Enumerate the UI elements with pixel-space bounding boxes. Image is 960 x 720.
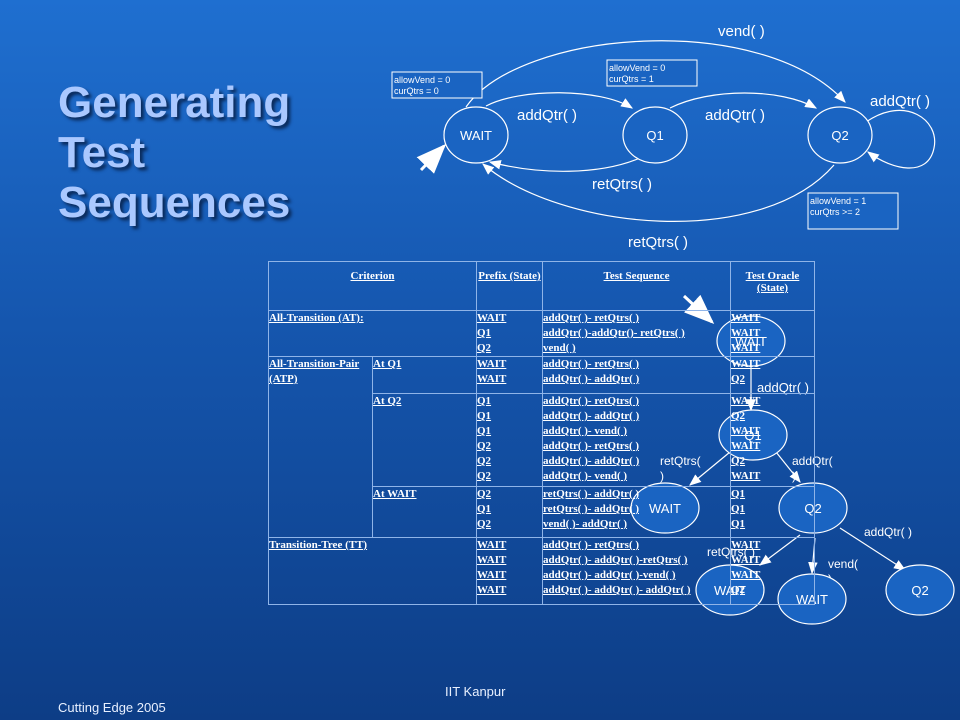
edge-q2-wait (482, 163, 835, 222)
edge-q2-self (865, 109, 936, 169)
state-wait-text: WAIT (460, 128, 492, 143)
note-wait-line2: curQtrs = 0 (394, 86, 439, 96)
edge-q1-q2-label: addQtr( ) (705, 107, 765, 124)
state-wait-label: WAIT (460, 128, 492, 143)
svg-text:Q2: Q2 (911, 583, 928, 598)
footer-left: Cutting Edge 2005 (58, 700, 166, 715)
state-q1: Q1 (622, 106, 688, 164)
header-prefix: Prefix (State) (476, 261, 543, 311)
criterion-label: Transition-Tree (TT) (269, 539, 368, 551)
edge-vend (465, 40, 846, 108)
note-q2: allowVend = 1 curQtrs >= 2 (807, 192, 899, 230)
svg-text:): ) (828, 572, 832, 586)
criteria-table: Criterion Prefix (State) Test Sequence T… (268, 261, 815, 605)
edge-q1-wait (488, 157, 641, 172)
criterion-label: All-Transition (AT): (269, 312, 364, 324)
header-oracle: Test Oracle (State) (730, 261, 815, 311)
criterion-label: All-Transition-Pair (ATP) (269, 358, 360, 385)
criteria-table-wrap: Criterion Prefix (State) Test Sequence T… (268, 261, 815, 605)
state-q1-label: Q1 (646, 128, 663, 143)
note-wait-line1: allowVend = 0 (394, 75, 450, 85)
edge-wait-q1 (485, 92, 634, 109)
header-sequence: Test Sequence (542, 261, 731, 311)
edge-q1-wait-label: retQtrs( ) (592, 176, 652, 193)
edge-q1-q2 (669, 92, 818, 109)
tree-node-q2-leaf: Q2 (885, 564, 955, 616)
edge-q2-self-label: addQtr( ) (870, 93, 930, 110)
tree-edge-q2-wait-vend: vend( (828, 557, 858, 571)
edge-q2-wait-label: retQtrs( ) (628, 234, 688, 251)
state-q2-label: Q2 (831, 128, 848, 143)
note-q1-line2: curQtrs = 1 (609, 74, 654, 84)
note-wait: allowVend = 0 curQtrs = 0 (391, 71, 483, 99)
start-pointer-arrow (416, 143, 447, 174)
note-q1: allowVend = 0 curQtrs = 1 (606, 59, 698, 87)
note-q2-line2: curQtrs >= 2 (810, 207, 860, 217)
edge-wait-q1-label: addQtr( ) (517, 107, 577, 124)
edge-vend-label: vend( ) (718, 23, 765, 40)
slide-title: Generating Test Sequences (58, 78, 291, 227)
note-q1-line1: allowVend = 0 (609, 63, 665, 73)
footer-center: IIT Kanpur (445, 684, 506, 699)
note-q2-line1: allowVend = 1 (810, 196, 866, 206)
state-q2: Q2 (807, 106, 873, 164)
state-wait: WAIT (443, 106, 509, 164)
header-criterion: Criterion (268, 261, 477, 311)
tree-edge-q2-q2: addQtr( ) (864, 525, 912, 539)
